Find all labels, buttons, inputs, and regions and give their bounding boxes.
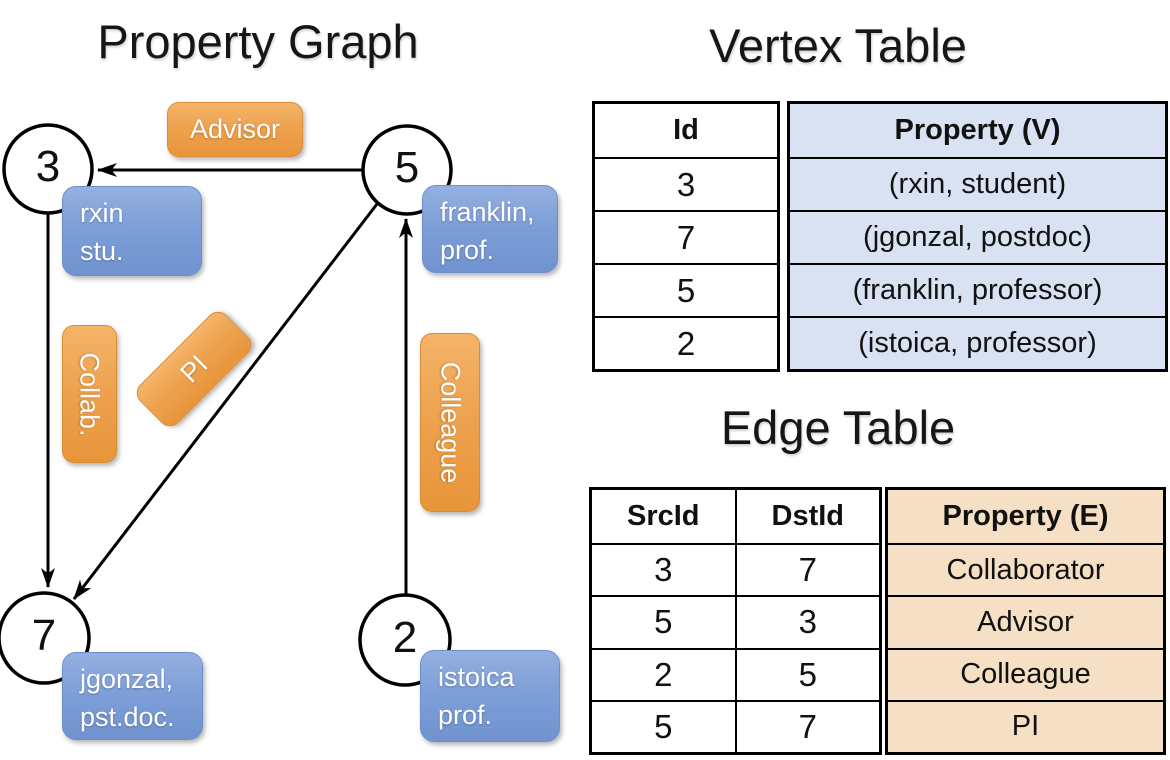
vertex-label-line: pst.doc. bbox=[80, 702, 175, 732]
node-id-5: 5 bbox=[394, 143, 420, 192]
vertex-label-franklin: franklin, prof. bbox=[422, 185, 558, 273]
vertex-table-header-property: Property (V) bbox=[894, 114, 1061, 146]
table-cell: 7 bbox=[736, 699, 879, 752]
table-cell: 3 bbox=[592, 543, 735, 595]
edge-table-dstid-column: DstId 7 3 5 7 bbox=[734, 490, 879, 752]
edge-table-header-dstid: DstId bbox=[771, 500, 845, 532]
edge-label-text: Advisor bbox=[189, 114, 281, 144]
vertex-label-line: stu. bbox=[80, 236, 124, 266]
edge-5-to-7-pi bbox=[72, 203, 379, 600]
table-cell: 7 bbox=[736, 543, 879, 595]
vertex-table-id-column: Id 3 7 5 2 bbox=[592, 101, 780, 372]
table-cell: (jgonzal, postdoc) bbox=[790, 210, 1165, 263]
table-cell: (rxin, student) bbox=[790, 157, 1165, 210]
table-cell: 5 bbox=[592, 699, 735, 752]
table-cell: 3 bbox=[595, 157, 777, 210]
table-cell: 5 bbox=[592, 595, 735, 647]
vertex-label-line: prof. bbox=[438, 700, 493, 730]
edge-table-id-columns: SrcId 3 5 2 5 DstId 7 3 5 7 bbox=[589, 487, 882, 755]
table-cell: 2 bbox=[595, 316, 777, 369]
table-cell: Advisor bbox=[888, 595, 1163, 647]
table-cell: Colleague bbox=[888, 647, 1163, 700]
vertex-table-title: Vertex Table bbox=[709, 19, 967, 72]
edge-label-advisor: Advisor bbox=[167, 102, 303, 157]
edge-table-title: Edge Table bbox=[720, 401, 956, 454]
table-cell: (istoica, professor) bbox=[790, 316, 1165, 369]
node-id-7: 7 bbox=[31, 611, 57, 660]
vertex-label-line: rxin bbox=[80, 198, 124, 228]
edge-table-header-srcid: SrcId bbox=[626, 500, 700, 532]
table-cell: 2 bbox=[592, 647, 735, 700]
vertex-label-line: istoica bbox=[438, 662, 515, 692]
table-cell: 5 bbox=[595, 263, 777, 316]
table-cell: 7 bbox=[595, 210, 777, 263]
vertex-table-property-column: Property (V) (rxin, student) (jgonzal, p… bbox=[787, 101, 1168, 372]
vertex-label-line: franklin, bbox=[440, 197, 535, 227]
node-id-3: 3 bbox=[35, 142, 61, 191]
table-cell: Collaborator bbox=[888, 543, 1163, 595]
vertex-table-header-id: Id bbox=[673, 114, 699, 146]
vertex-label-jgonzal: jgonzal, pst.doc. bbox=[62, 652, 203, 740]
table-cell: (franklin, professor) bbox=[790, 263, 1165, 316]
table-cell: 3 bbox=[736, 595, 879, 647]
edge-table-property-column: Property (E) Collaborator Advisor Collea… bbox=[885, 487, 1166, 755]
edge-label-text: Collab. bbox=[75, 351, 106, 437]
graph-canvas bbox=[0, 123, 453, 687]
vertex-label-line: jgonzal, bbox=[80, 664, 174, 694]
edge-label-text: PI bbox=[174, 349, 214, 389]
edge-label-colleague: Colleague bbox=[420, 333, 480, 512]
vertex-label-rxin: rxin stu. bbox=[62, 186, 202, 276]
vertex-label-line: prof. bbox=[440, 235, 495, 265]
table-cell: PI bbox=[888, 699, 1163, 752]
edge-table-header-property: Property (E) bbox=[942, 500, 1109, 532]
property-graph-title: Property Graph bbox=[97, 15, 419, 68]
edge-label-text: Colleague bbox=[435, 361, 466, 484]
edge-label-collab: Collab. bbox=[62, 325, 117, 463]
vertex-label-istoica: istoica prof. bbox=[420, 650, 560, 742]
edge-table-srcid-column: SrcId 3 5 2 5 bbox=[592, 490, 735, 752]
node-id-2: 2 bbox=[392, 613, 418, 662]
table-cell: 5 bbox=[736, 647, 879, 700]
